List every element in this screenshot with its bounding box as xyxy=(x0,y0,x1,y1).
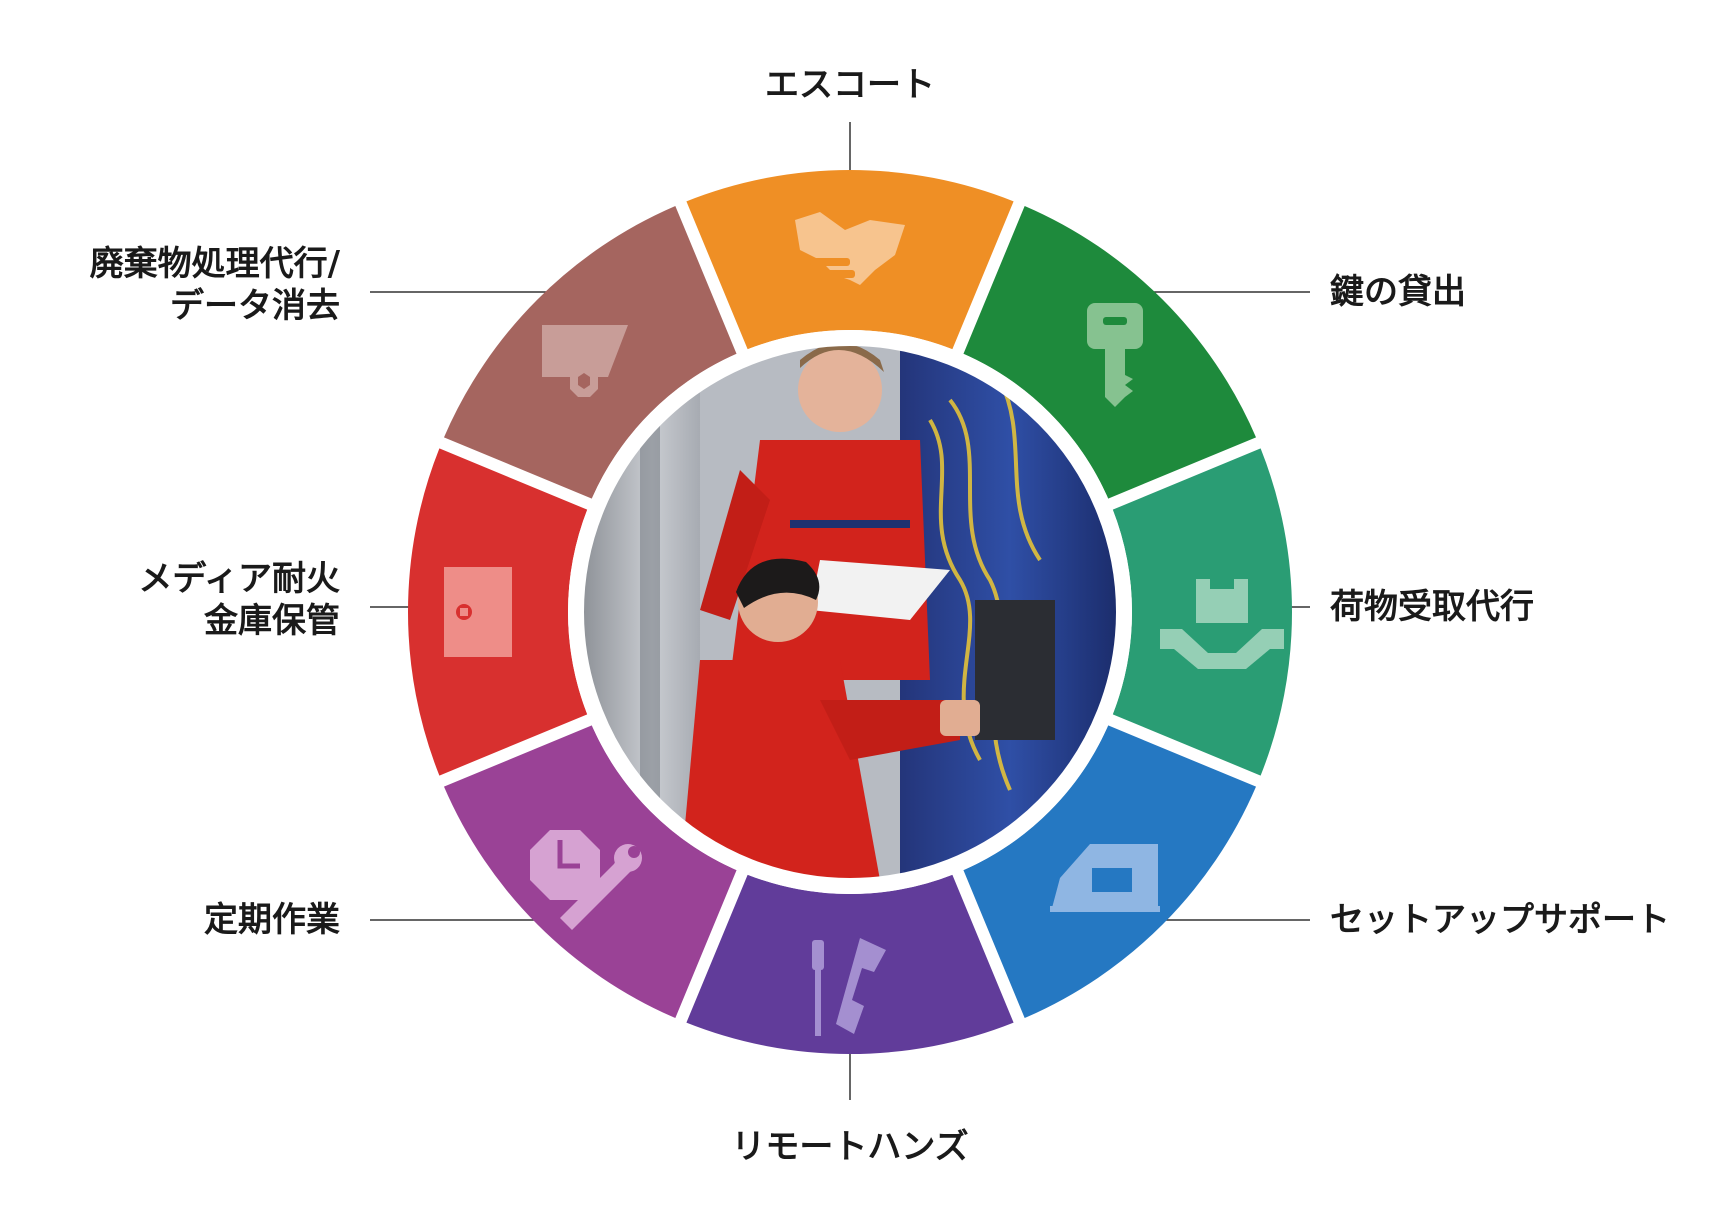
label-escort: エスコート xyxy=(765,65,935,105)
key-icon xyxy=(1087,303,1143,407)
photo-frame-ring xyxy=(568,330,1132,894)
label-line-disposal: データ消去 xyxy=(170,286,340,326)
segment-icons xyxy=(444,212,1284,1036)
label-line-media: メディア耐火 xyxy=(138,559,340,599)
handshake-icon xyxy=(795,212,905,285)
screwdriver-phone-icon xyxy=(812,938,886,1036)
label-line-media: 金庫保管 xyxy=(203,601,340,641)
label-line-remote: リモートハンズ xyxy=(731,1127,968,1167)
label-key: 鍵の貸出 xyxy=(1330,272,1466,312)
label-line-disposal: 廃棄物処理代行/ xyxy=(90,244,341,284)
label-setup: セットアップサポート xyxy=(1330,900,1670,940)
label-disposal: 廃棄物処理代行/データ消去 xyxy=(90,244,341,326)
label-line-key: 鍵の貸出 xyxy=(1330,272,1466,312)
label-line-setup: セットアップサポート xyxy=(1330,900,1670,940)
server-setup-icon xyxy=(1050,844,1160,912)
cart-icon xyxy=(542,325,628,397)
patch-panel xyxy=(975,600,1055,740)
safe-icon xyxy=(444,567,512,657)
segment-remote xyxy=(686,874,1014,1054)
label-package: 荷物受取代行 xyxy=(1330,587,1534,627)
label-periodic: 定期作業 xyxy=(204,900,340,940)
package-receive-icon xyxy=(1160,579,1284,669)
label-remote: リモートハンズ xyxy=(731,1127,968,1167)
label-line-escort: エスコート xyxy=(765,65,935,105)
label-line-periodic: 定期作業 xyxy=(204,900,340,940)
label-line-package: 荷物受取代行 xyxy=(1330,587,1534,627)
clock-wrench-icon xyxy=(530,830,642,930)
kneeling-technician xyxy=(680,558,980,879)
label-media: メディア耐火金庫保管 xyxy=(138,559,340,641)
